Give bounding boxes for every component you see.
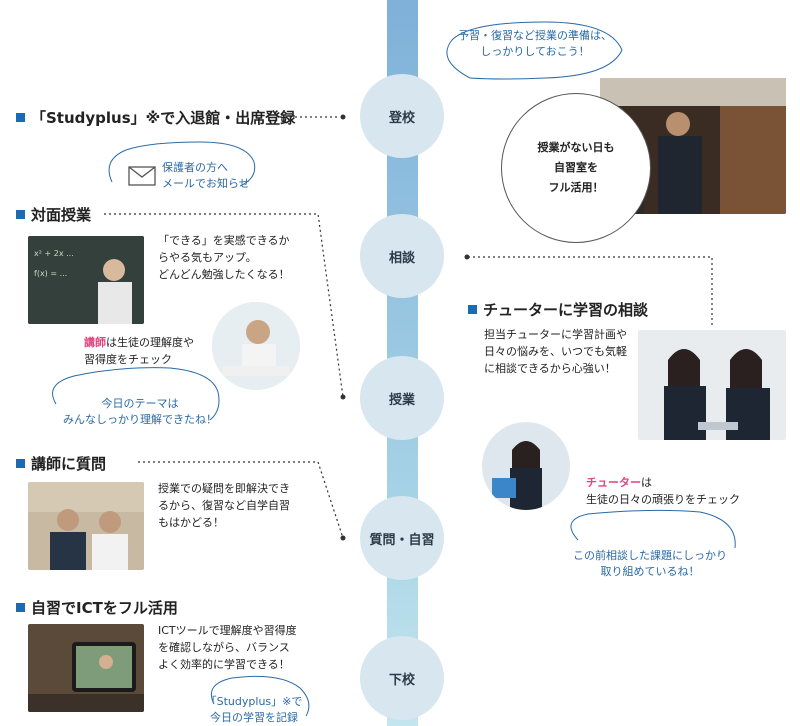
section-title-text: 自習でICTをフル活用 xyxy=(31,599,178,617)
student-studying-photo xyxy=(212,302,300,390)
timeline-node-arrival: 登校 xyxy=(360,74,444,158)
section-title-entry: 「Studyplus」※で入退館・出席登録 xyxy=(16,107,295,128)
ict-description: ICTツールで理解度や習得度 を確認しながら、バランス よく効率的に学習できる！ xyxy=(158,622,297,673)
bubble-line: 予習・復習など授業の準備は、 xyxy=(440,28,630,44)
lecture-bubble-text: 今日のテーマは みんなしっかり理解できたね！ xyxy=(60,396,220,428)
bubble-line: 取り組めているね！ xyxy=(560,564,740,580)
bullet-square-icon xyxy=(16,459,25,468)
question-photo xyxy=(28,482,144,570)
bullet-square-icon xyxy=(16,603,25,612)
node-label: 質問・自習 xyxy=(369,529,434,548)
timeline-node-leave: 下校 xyxy=(360,636,444,720)
timeline-node-question: 質問・自習 xyxy=(360,496,444,580)
text-line: 担当チューターに学習計画や xyxy=(484,326,627,343)
text-line: は生徒の理解度や xyxy=(106,336,194,349)
bubble-line: 「Studyplus」※で xyxy=(196,694,312,710)
bubble-line: 保護者の方へ xyxy=(162,160,250,176)
callout-line: 自習室を xyxy=(538,158,615,178)
svg-text:x² + 2x ...: x² + 2x ... xyxy=(34,249,74,258)
bubble-line: メールでお知らせ xyxy=(162,176,250,192)
mail-icon xyxy=(128,166,156,190)
bubble-line: 今日のテーマは xyxy=(60,396,220,412)
tutor-check-text: チューターは 生徒の日々の頑張りをチェック xyxy=(586,474,740,508)
callout-line: 授業がない日も xyxy=(538,138,615,158)
section-title-ict: 自習でICTをフル活用 xyxy=(16,597,178,618)
tutor-photo xyxy=(482,422,570,510)
callout-line: フル活用！ xyxy=(538,178,615,198)
parent-mail-bubble-text: 保護者の方へ メールでお知らせ xyxy=(162,160,250,192)
study-room-callout: 授業がない日も 自習室を フル活用！ xyxy=(501,93,651,243)
text-line: らやる気もアップ。 xyxy=(158,249,290,266)
ict-bubble-text: 「Studyplus」※で 今日の学習を記録 xyxy=(196,694,312,726)
section-title-text: 講師に質問 xyxy=(31,455,106,473)
lecture-description: 「できる」を実感できるか らやる気もアップ。 どんどん勉強したくなる！ xyxy=(158,232,290,283)
timeline-node-consult: 相談 xyxy=(360,214,444,298)
ict-photo xyxy=(28,624,144,712)
tutor-consult-photo xyxy=(638,330,786,440)
text-line: 授業での疑問を即解決でき xyxy=(158,480,290,497)
text-line: どんどん勉強したくなる！ xyxy=(158,266,290,283)
node-label: 下校 xyxy=(389,669,415,688)
bubble-line: しっかりしておこう！ xyxy=(440,44,630,60)
lecture-photo: x² + 2x ... f(x) = ... xyxy=(28,236,144,324)
bubble-line: みんなしっかり理解できたね！ xyxy=(60,412,220,428)
tutor-description: 担当チューターに学習計画や 日々の悩みを、いつでも気軽 に相談できるから心強い！ xyxy=(484,326,627,377)
prep-bubble-text: 予習・復習など授業の準備は、 しっかりしておこう！ xyxy=(440,28,630,60)
text-line: ICTツールで理解度や習得度 xyxy=(158,622,297,639)
question-description: 授業での疑問を即解決でき るから、復習など自学自習 もはかどる！ xyxy=(158,480,290,531)
text-line: 習得度をチェック xyxy=(84,351,194,368)
section-title-text: チューターに学習の相談 xyxy=(483,301,648,319)
bubble-line: 今日の学習を記録 xyxy=(196,710,312,726)
section-title-lecture: 対面授業 xyxy=(16,204,91,225)
teacher-check-text: 講師は生徒の理解度や 習得度をチェック xyxy=(84,334,194,368)
text-line: るから、復習など自学自習 xyxy=(158,497,290,514)
text-line: もはかどる！ xyxy=(158,514,290,531)
bullet-square-icon xyxy=(468,305,477,314)
section-title-text: 対面授業 xyxy=(31,206,91,224)
section-title-question: 講師に質問 xyxy=(16,453,106,474)
svg-text:f(x) = ...: f(x) = ... xyxy=(34,269,67,278)
text-line: 「できる」を実感できるか xyxy=(158,232,290,249)
text-line: に相談できるから心強い！ xyxy=(484,360,627,377)
tutor-label: チューター xyxy=(586,476,641,489)
node-label: 授業 xyxy=(389,389,415,408)
tutor-bubble-text: この前相談した課題にしっかり 取り組めているね！ xyxy=(560,548,740,580)
text-line: を確認しながら、バランス xyxy=(158,639,297,656)
text-line: 日々の悩みを、いつでも気軽 xyxy=(484,343,627,360)
section-title-text: 「Studyplus」※で入退館・出席登録 xyxy=(31,109,295,127)
node-label: 登校 xyxy=(389,107,415,126)
section-title-tutor: チューターに学習の相談 xyxy=(468,299,648,320)
bullet-square-icon xyxy=(16,113,25,122)
bullet-square-icon xyxy=(16,210,25,219)
text-line: 生徒の日々の頑張りをチェック xyxy=(586,491,740,508)
text-line: よく効率的に学習できる！ xyxy=(158,656,297,673)
text-line: は xyxy=(641,476,652,489)
timeline-node-class: 授業 xyxy=(360,356,444,440)
bubble-line: この前相談した課題にしっかり xyxy=(560,548,740,564)
teacher-label: 講師 xyxy=(84,336,106,349)
node-label: 相談 xyxy=(389,247,415,266)
